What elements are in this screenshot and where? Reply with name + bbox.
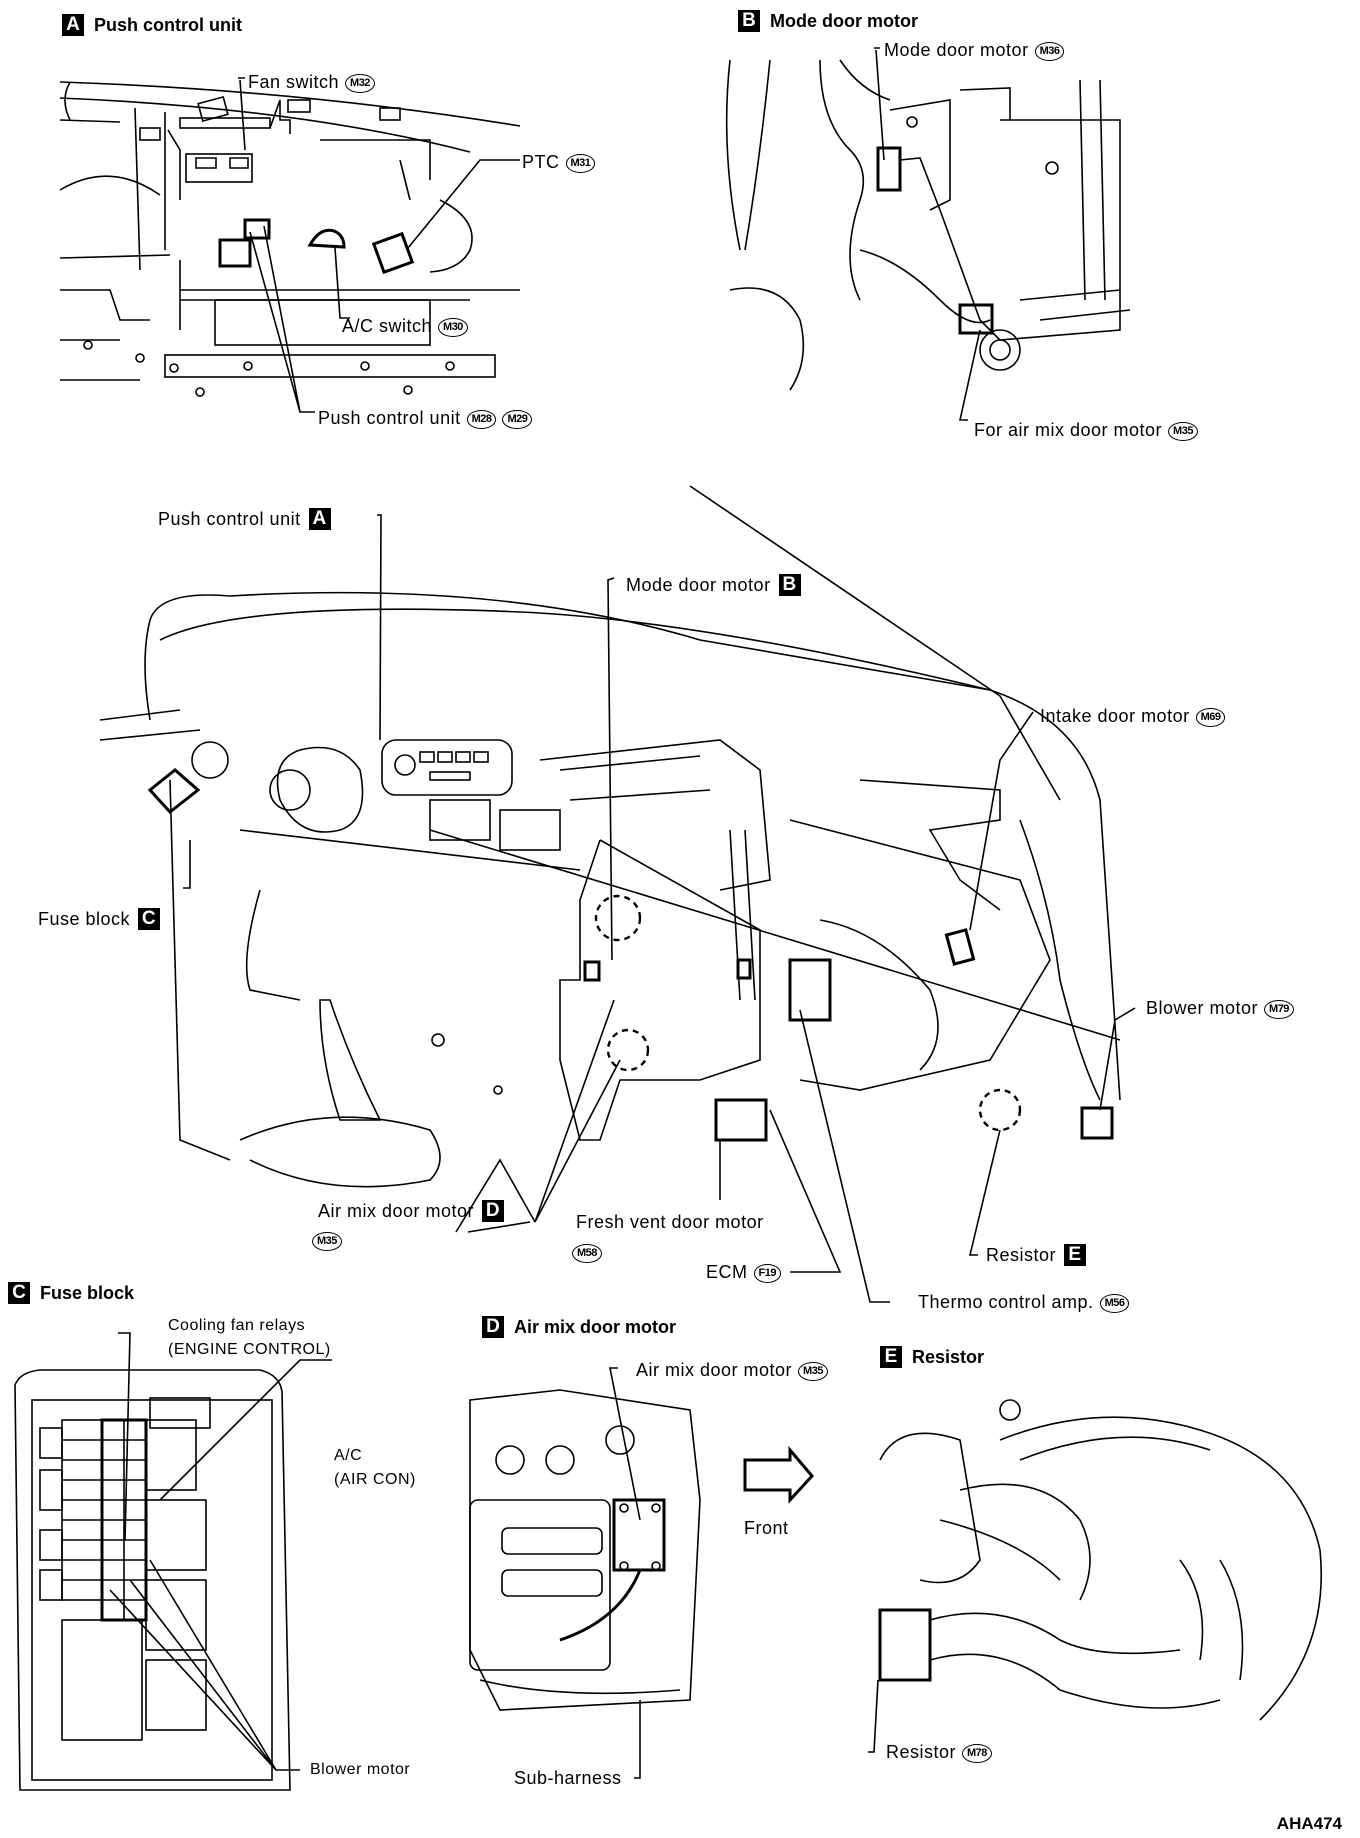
- badge-e: E: [1064, 1244, 1087, 1266]
- connector-tag: M56: [1099, 1293, 1130, 1313]
- section-d-badge: D: [482, 1316, 504, 1338]
- section-c-badge: C: [8, 1282, 30, 1304]
- fuse-grid: [61, 1418, 148, 1622]
- panel-a-drawing: [59, 81, 521, 397]
- connector-tag: M35: [312, 1231, 342, 1251]
- ac-relay-label: A/C (AIR CON): [334, 1447, 416, 1488]
- connector-tag: M35: [1168, 421, 1198, 441]
- fuse-block-blower-motor-label: Blower motor: [310, 1761, 411, 1778]
- main-resistor-label: Resistor E: [986, 1244, 1087, 1266]
- panel-b-drawing: [725, 59, 1131, 391]
- connector-tag: F19: [753, 1263, 781, 1283]
- badge-a: A: [308, 508, 331, 530]
- section-d-title-text: Air mix door motor: [514, 1317, 677, 1337]
- section-e-title-text: Resistor: [912, 1347, 985, 1367]
- section-e-title: E Resistor: [880, 1346, 984, 1368]
- front-label: Front: [744, 1518, 789, 1538]
- panel-e-drawing: [878, 1399, 1323, 1721]
- connector-tag: M32: [345, 73, 375, 93]
- section-d-title: D Air mix door motor: [482, 1316, 676, 1338]
- connector-tag: M79: [1264, 999, 1294, 1019]
- section-c-title-text: Fuse block: [40, 1283, 135, 1303]
- section-c-title: C Fuse block: [8, 1282, 134, 1304]
- panel-c-drawing: [14, 1369, 291, 1791]
- fresh-vent-connector: M58: [572, 1242, 602, 1263]
- connector-tag: M29: [502, 409, 533, 429]
- figure-code: AHA474: [1276, 1814, 1342, 1833]
- connector-tag: M35: [798, 1361, 828, 1381]
- main-air-mix-door-motor-label: Air mix door motor D: [318, 1200, 505, 1222]
- connector-tag: M78: [962, 1743, 992, 1763]
- connector-tag: M31: [565, 153, 596, 173]
- connector-tag: M28: [466, 409, 497, 429]
- main-air-mix-connector: M35: [312, 1230, 342, 1251]
- connector-tag: M69: [1195, 707, 1226, 727]
- section-a-title: A Push control unit: [62, 14, 242, 36]
- badge-c: C: [138, 908, 161, 930]
- badge-d: D: [482, 1200, 505, 1222]
- section-a-badge: A: [62, 14, 84, 36]
- connector-tag: M36: [1034, 41, 1065, 61]
- section-e-badge: E: [880, 1346, 902, 1368]
- section-b-title: B Mode door motor: [738, 10, 918, 32]
- badge-b: B: [778, 574, 801, 596]
- connector-tag: M30: [438, 317, 468, 337]
- main-dashboard-drawing: [99, 591, 1121, 1188]
- panel-d-drawing: [469, 1389, 701, 1711]
- connector-tag: M58: [572, 1243, 602, 1263]
- sub-harness-label: Sub-harness: [514, 1768, 622, 1788]
- section-a-title-text: Push control unit: [94, 15, 242, 35]
- section-b-title-text: Mode door motor: [770, 11, 918, 31]
- main-fuse-block-label: Fuse block C: [38, 908, 161, 930]
- main-push-control-unit-label: Push control unit A: [158, 508, 331, 530]
- fresh-vent-door-motor-label: Fresh vent door motor: [576, 1212, 764, 1232]
- main-mode-door-motor-label: Mode door motor B: [626, 574, 801, 596]
- cooling-fan-relays-label: Cooling fan relays (ENGINE CONTROL): [168, 1317, 331, 1358]
- section-b-badge: B: [738, 10, 760, 32]
- thermo-control-amp-label: Thermo control amp.M56: [918, 1292, 1130, 1313]
